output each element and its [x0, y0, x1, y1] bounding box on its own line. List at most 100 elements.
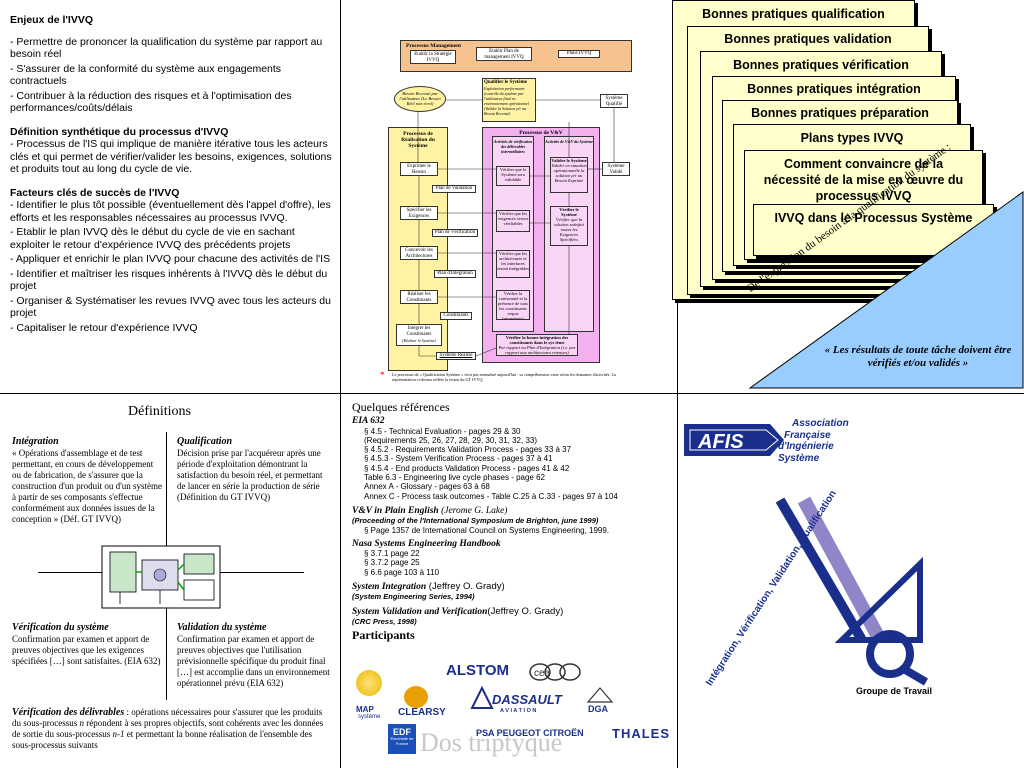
- def-delivrables-n1: n-1: [112, 729, 125, 739]
- logo-psa: PSA PEUGEOT CITROËN: [476, 728, 584, 738]
- def-delivrables-title: Vérification des délivrables: [12, 707, 125, 718]
- facteurs-item: - Appliquer et enrichir le plan IVVQ pou…: [10, 253, 331, 265]
- ref-eia-line: Table 6.3 - Engineering live cycle phase…: [364, 473, 545, 483]
- process-diagram: Processus Management Etablir la Stratégi…: [380, 38, 634, 390]
- ref-eia-line: § 4.5.3 - System Verification Process - …: [364, 454, 553, 464]
- facteurs-item: - Capitaliser le retour d'expérience IVV…: [10, 321, 198, 334]
- ref-vv-line: § Page 1357 de International Council on …: [364, 525, 610, 535]
- afis-line: Système: [778, 452, 820, 464]
- systeme-realise-box: Système Réalisé: [436, 352, 476, 360]
- def-validation-title: Validation du système: [177, 622, 267, 633]
- def-delivrables-text: répondent à ses propres objectifs, sont …: [12, 718, 324, 739]
- ref-svv-title: System Validation and Verification: [352, 606, 488, 617]
- facteurs-item: - Etablir le plan IVVQ dès le début du c…: [10, 226, 295, 251]
- verif-box: Vérifier que le Système sera validable: [496, 166, 530, 186]
- qualifier-title: Qualifier le Système: [484, 80, 527, 85]
- verif-box: Vérifier la conformité et la présence de…: [496, 290, 530, 320]
- plan-verification-box: Plan de Vérification: [432, 229, 478, 237]
- ref-svv-sub: (CRC Press, 1998): [352, 616, 417, 626]
- facteurs-title: Facteurs clés de succès de l'IVVQ: [10, 186, 180, 199]
- def-delivrables-text: : opérations nécessaires pour s'assurer …: [12, 707, 323, 728]
- card-title: Bonnes pratiques vérification: [733, 58, 909, 72]
- edf-logo-block: EDF Électricité de France: [388, 724, 416, 754]
- ref-svv-author: (Jeffrey O. Grady): [487, 605, 564, 617]
- afis-line: d'Ingénierie: [778, 441, 834, 452]
- logo-dassault: DASSAULT: [492, 692, 562, 707]
- blue-triangle: [748, 191, 1024, 389]
- plan-integration-box: Plan d'Intégration: [434, 270, 476, 278]
- diagram-footnote: Le processus de « Qualification Système …: [392, 372, 616, 383]
- logo-thales: THALES: [612, 726, 670, 741]
- mgmt-box-plans-ivvq: Plans IVVQ: [558, 50, 600, 58]
- ref-nasa-line: § 3.7.1 page 22: [364, 549, 420, 559]
- integration-box: Vérifier la bonne intégration des consti…: [496, 334, 578, 356]
- def-validation-text: Confirmation par examen et apport de pre…: [177, 634, 330, 688]
- vv-title: Processus de V&V: [519, 130, 563, 136]
- def-verification-text: Confirmation par examen et apport de pre…: [12, 634, 161, 666]
- logo-aviation: A V I A T I O N: [500, 708, 537, 714]
- def-verification: Vérification du système Confirmation par…: [12, 622, 162, 667]
- vertical-divider-left: [340, 0, 341, 768]
- valider-systeme-box: Valider le Système Valider en situation …: [550, 157, 588, 193]
- step-specifier: Spécifier les Exigences: [400, 206, 438, 220]
- ref-si-title: System Integration: [352, 582, 427, 593]
- afis-logo-text: AFIS: [697, 431, 744, 453]
- ref-vv-author: (Jerome G. Lake): [438, 505, 508, 516]
- verifier-text: Vérifier que la solution satisfait toute…: [554, 217, 584, 242]
- logo-clearsy: CLEARSY: [398, 707, 446, 718]
- logo-cea-text: cea: [534, 668, 551, 679]
- card-title: IVVQ dans le Processus Système: [774, 211, 973, 225]
- ref-eia-line: (Requirements 25, 26, 27, 28, 29, 30, 31…: [364, 435, 537, 445]
- ref-nasa-line: § 6.6 page 103 à 110: [364, 567, 440, 577]
- ref-eia-line: Annex A - Glossary - pages 63 à 68: [364, 482, 490, 492]
- mgmt-title: Processus Management: [406, 43, 462, 49]
- card-title: Bonnes pratiques préparation: [751, 106, 929, 120]
- horizontal-divider: [0, 393, 1024, 394]
- qualifier-box: Qualifier le Système Exploitation perfor…: [482, 78, 536, 122]
- afis-line: Association: [792, 418, 849, 429]
- card-title: Comment convaincre de la nécessité de la…: [763, 157, 964, 203]
- def-delivrables-n: n: [79, 718, 85, 728]
- ivvq-emblem-icon: [775, 496, 929, 686]
- def-qualification: Qualification Décision prise par l'acqué…: [177, 436, 329, 503]
- footnote-star: *: [380, 370, 385, 380]
- dga-emblem-icon: [586, 687, 614, 703]
- step-integrer-note: (Réaliser le Système): [402, 338, 436, 343]
- def-validation: Validation du système Confirmation par e…: [177, 622, 331, 689]
- left-text-panel: Enjeux de l'IVVQ - Permettre de prononce…: [10, 14, 332, 336]
- integration-text: Par rapport au Plan d'Intégration (i.e. …: [498, 345, 576, 355]
- verifier-title: Vérifier le Système: [559, 207, 579, 217]
- participants-title: Participants: [352, 628, 415, 643]
- def-verification-title: Vérification du système: [12, 622, 109, 633]
- card-title: Bonnes pratiques intégration: [747, 82, 921, 96]
- def-integration-title: Intégration: [12, 436, 59, 447]
- references-title: Quelques références: [352, 400, 450, 414]
- plan-validation-box: Plan de Validation: [432, 185, 476, 193]
- integration-title: Vérifier la bonne intégration des consti…: [505, 335, 569, 345]
- ref-nasa-title: Nasa Systems Engineering Handbook: [352, 538, 501, 549]
- dassault-emblem-icon: [470, 686, 494, 709]
- def-delivrables: Vérification des délivrables : opération…: [12, 707, 332, 751]
- def-qualification-title: Qualification: [177, 436, 233, 447]
- ref-vv-title: V&V in Plain English: [352, 505, 439, 516]
- verif-box: Vérifier que les exigences seront vérifi…: [496, 210, 530, 232]
- card-title: Bonnes pratiques qualification: [702, 7, 885, 21]
- card-title: Bonnes pratiques validation: [724, 32, 892, 46]
- def-integration: Intégration « Opérations d'assemblage et…: [12, 436, 162, 525]
- enjeux-item: - Contribuer à la réduction des risques …: [10, 89, 292, 115]
- logo-edf-sub: Électricité de France: [390, 736, 414, 746]
- watermark-text: Dos triptyque: [420, 728, 563, 757]
- facteurs-item: - Organiser & Systématiser les revues IV…: [10, 294, 331, 320]
- facteurs-item: - Identifier et maîtriser les risques in…: [10, 267, 328, 293]
- ref-eia-line: § 4.5 - Technical Evaluation - pages 29 …: [364, 426, 521, 436]
- enjeux-item: - Permettre de prononcer la qualificatio…: [10, 35, 323, 61]
- enjeux-item: - S'assurer de la conformité du système …: [10, 62, 282, 88]
- ref-eia-line: Annex C - Process task outcomes - Table …: [364, 491, 618, 501]
- step-realiser: Réaliser les Constituants: [400, 290, 438, 304]
- ref-nasa-line: § 3.7.2 page 25: [364, 558, 420, 568]
- definitions-title: Définitions: [128, 404, 191, 419]
- constituants-box: Constituants: [440, 312, 472, 320]
- verifier-systeme-box: Vérifier le Système Vérifier que la solu…: [550, 206, 588, 246]
- enjeux-title: Enjeux de l'IVVQ: [10, 14, 94, 26]
- process-illustration: [101, 545, 221, 609]
